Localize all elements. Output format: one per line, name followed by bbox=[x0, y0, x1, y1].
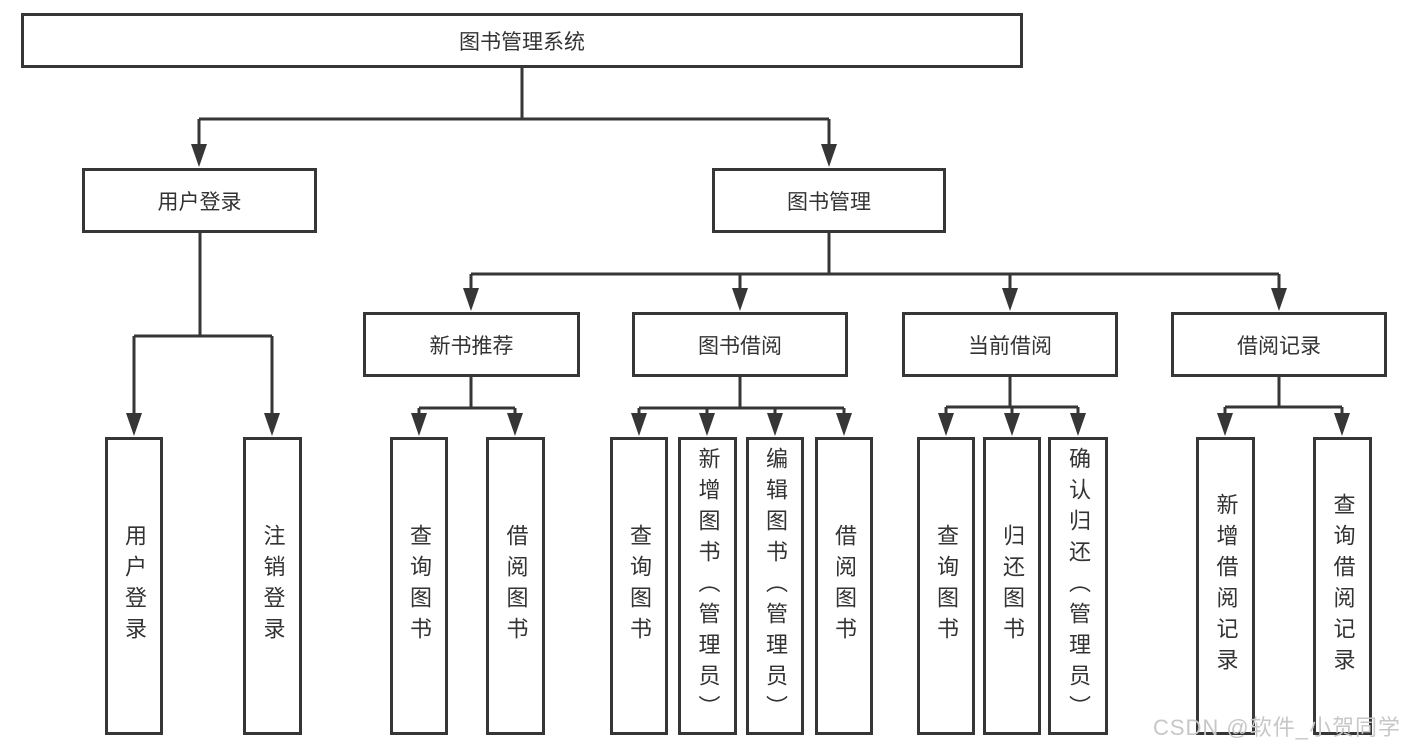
leaf-query-books-current-label: 查询图书 bbox=[934, 524, 959, 648]
connector-paths bbox=[132, 68, 1344, 413]
node-user-login-label: 用户登录 bbox=[157, 190, 242, 214]
node-root-label: 图书管理系统 bbox=[459, 30, 585, 54]
leaf-confirm-return-admin-label: 确认归还（管理员） bbox=[1066, 446, 1091, 726]
leaf-user-login: 用户登录 bbox=[105, 437, 163, 735]
leaf-add-borrow-record-label: 新增借阅记录 bbox=[1213, 493, 1239, 679]
node-new-book-recommend: 新书推荐 bbox=[363, 312, 580, 377]
leaf-query-books-borrow: 查询图书 bbox=[610, 437, 668, 735]
leaf-borrow-books-recommend-label: 借阅图书 bbox=[503, 524, 529, 648]
leaf-borrow-books-recommend: 借阅图书 bbox=[486, 437, 545, 735]
node-book-management-label: 图书管理 bbox=[787, 190, 871, 214]
node-user-login: 用户登录 bbox=[82, 168, 317, 233]
leaf-query-books-recommend: 查询图书 bbox=[390, 437, 448, 735]
leaf-return-book: 归还图书 bbox=[983, 437, 1041, 735]
leaf-return-book-label: 归还图书 bbox=[1000, 524, 1025, 648]
arrowheads bbox=[126, 144, 1350, 436]
node-new-book-recommend-label: 新书推荐 bbox=[429, 334, 514, 358]
leaf-borrow-books: 借阅图书 bbox=[815, 437, 873, 735]
leaf-logout-label: 注销登录 bbox=[260, 524, 286, 648]
node-book-borrow: 图书借阅 bbox=[632, 312, 848, 377]
csdn-watermark: CSDN @软件_小贺同学 bbox=[1152, 715, 1401, 740]
leaf-query-books-recommend-label: 查询图书 bbox=[407, 524, 432, 648]
leaf-query-books-borrow-label: 查询图书 bbox=[627, 524, 652, 648]
leaf-add-book-admin-label: 新增图书（管理员） bbox=[695, 446, 721, 726]
leaf-user-login-label: 用户登录 bbox=[122, 524, 147, 648]
leaf-borrow-books-label: 借阅图书 bbox=[832, 524, 857, 648]
leaf-add-book-admin: 新增图书（管理员） bbox=[678, 437, 737, 735]
node-book-management: 图书管理 bbox=[712, 168, 946, 233]
leaf-edit-book-admin: 编辑图书（管理员） bbox=[746, 437, 804, 735]
leaf-add-borrow-record: 新增借阅记录 bbox=[1196, 437, 1255, 735]
leaf-confirm-return-admin: 确认归还（管理员） bbox=[1048, 437, 1108, 735]
node-current-borrow: 当前借阅 bbox=[902, 312, 1118, 377]
node-borrow-records-label: 借阅记录 bbox=[1237, 334, 1321, 358]
node-root: 图书管理系统 bbox=[21, 13, 1023, 68]
leaf-query-borrow-record: 查询借阅记录 bbox=[1313, 437, 1372, 735]
leaf-query-books-current: 查询图书 bbox=[917, 437, 975, 735]
node-current-borrow-label: 当前借阅 bbox=[968, 334, 1052, 358]
leaf-query-borrow-record-label: 查询借阅记录 bbox=[1330, 493, 1356, 679]
node-book-borrow-label: 图书借阅 bbox=[698, 334, 782, 358]
node-borrow-records: 借阅记录 bbox=[1171, 312, 1387, 377]
leaf-edit-book-admin-label: 编辑图书（管理员） bbox=[763, 446, 788, 726]
leaf-logout: 注销登录 bbox=[243, 437, 302, 735]
